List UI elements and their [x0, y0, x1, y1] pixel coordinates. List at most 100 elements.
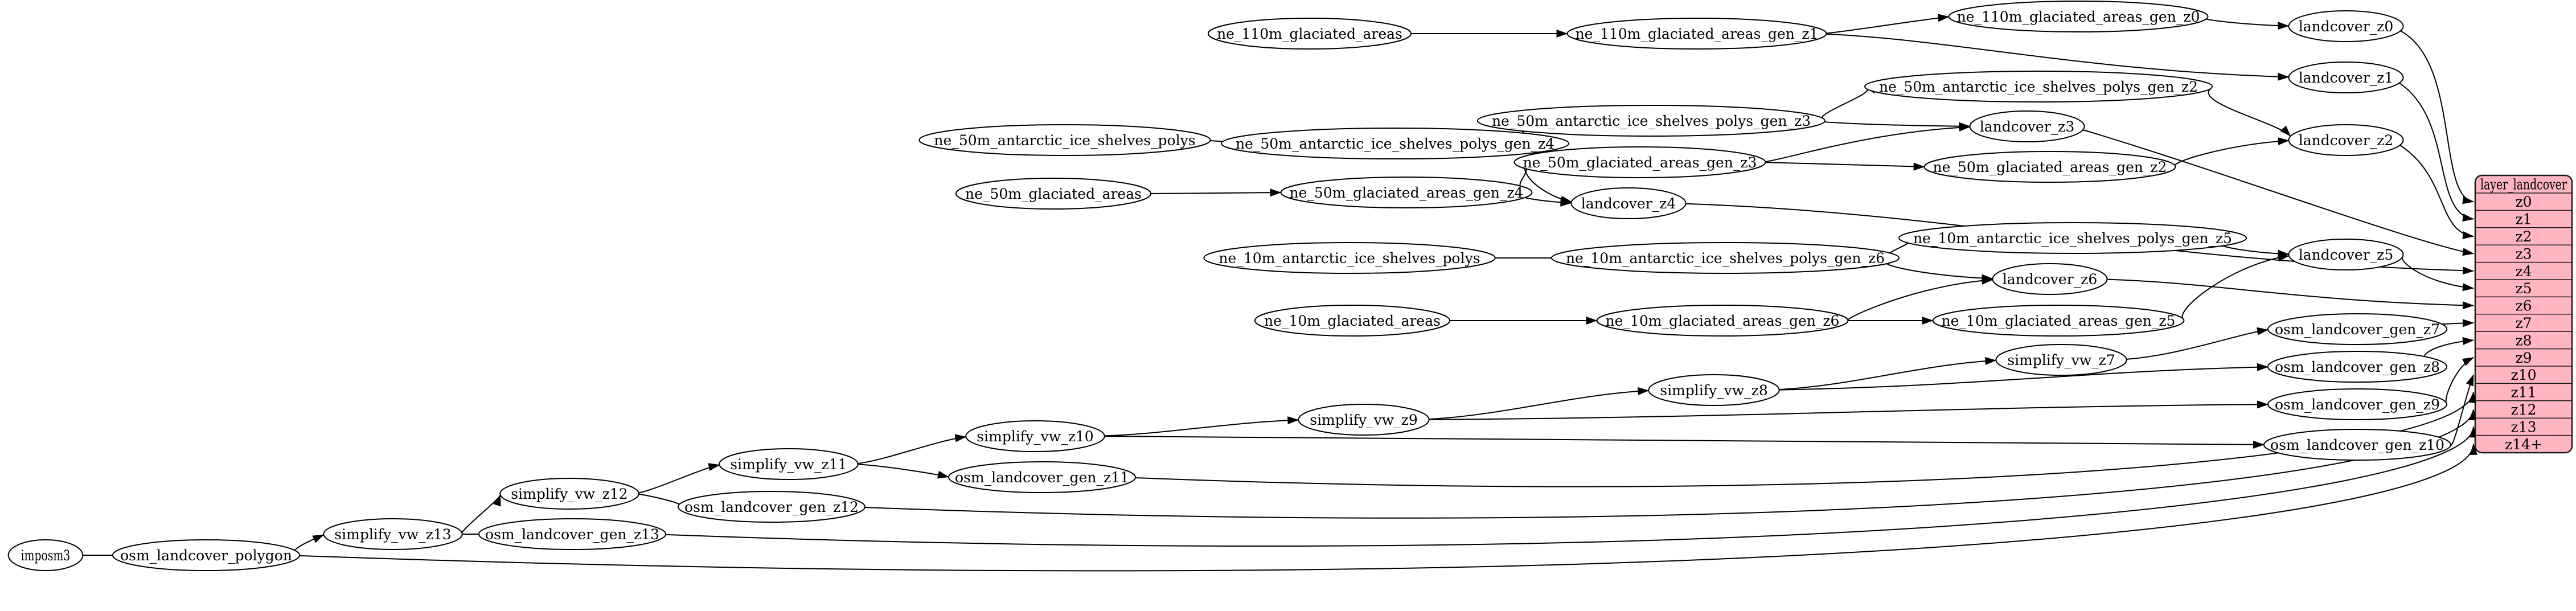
edge-simplify_vw_z7-to-osm_landcover_gen_z7 — [2126, 327, 2269, 360]
node-label: ne_50m_antarctic_ice_shelves_polys_gen_z… — [1879, 79, 2198, 95]
node-ne_50m_glaciated_areas_gen_z3: ne_50m_glaciated_areas_gen_z3 — [1513, 146, 1766, 178]
edge-simplify_vw_z11-to-osm_landcover_gen_z11 — [858, 464, 949, 479]
table-layer: layer_landcoverz0z1z2z3z4z5z6z7z8z9z10z1… — [2474, 174, 2573, 454]
node-ellipse — [2288, 124, 2404, 156]
node-ellipse — [1570, 187, 1687, 219]
node-ne_50m_antarctic_ice_shelves_polys_gen_z2: ne_50m_antarctic_ice_shelves_polys_gen_z… — [1864, 71, 2213, 102]
node-ellipse — [1203, 242, 1496, 274]
node-ellipse — [1254, 305, 1451, 337]
edge-simplify_vw_z9-to-osm_landcover_gen_z9 — [1429, 400, 2269, 420]
node-label: osm_landcover_gen_z11 — [955, 469, 1129, 486]
node-simplify_vw_z7: simplify_vw_z7 — [1995, 344, 2127, 376]
node-label: landcover_z4 — [1581, 195, 1676, 212]
node-ne_50m_glaciated_areas_gen_z4: ne_50m_glaciated_areas_gen_z4 — [1280, 177, 1533, 208]
node-label: landcover_z3 — [1980, 118, 2075, 135]
node-ne_10m_antarctic_ice_shelves_polys_gen_z5: ne_10m_antarctic_ice_shelves_polys_gen_z… — [1898, 222, 2247, 254]
node-ellipse — [7, 539, 84, 571]
table-row-z5: z5 — [2475, 279, 2572, 297]
node-label: ne_50m_glaciated_areas_gen_z3 — [1523, 154, 1757, 171]
node-ellipse — [1476, 105, 1826, 137]
node-osm_landcover_gen_z9: osm_landcover_gen_z9 — [2267, 388, 2447, 420]
edge-ne_50m_antarctic_ice_shelves_polys_gen_z3-to-ne_50m_antarctic_ice_shelves_polys_gen_z2 — [1821, 85, 1877, 121]
node-ne_10m_antarctic_ice_shelves_polys: ne_10m_antarctic_ice_shelves_polys — [1203, 242, 1496, 274]
edge-landcover_z1-to-row-z1 — [2399, 82, 2474, 222]
node-ellipse — [1992, 263, 2108, 295]
node-label: osm_landcover_gen_z10 — [2270, 437, 2444, 453]
table-row-z0: z0 — [2475, 192, 2572, 210]
edge-simplify_vw_z12-to-simplify_vw_z11 — [638, 463, 720, 494]
node-simplify_vw_z10: simplify_vw_z10 — [965, 420, 1105, 452]
node-ellipse — [323, 518, 463, 550]
node-ne_50m_antarctic_ice_shelves_polys_gen_z3: ne_50m_antarctic_ice_shelves_polys_gen_z… — [1476, 105, 1826, 137]
node-label: simplify_vw_z7 — [2007, 352, 2115, 368]
node-osm_landcover_gen_z7: osm_landcover_gen_z7 — [2267, 313, 2447, 345]
node-label: ne_10m_glaciated_areas_gen_z5 — [1942, 313, 2176, 329]
table-row-label: z9 — [2515, 350, 2532, 366]
node-landcover_z2: landcover_z2 — [2288, 124, 2404, 156]
edge-simplify_vw_z8-to-simplify_vw_z7 — [1779, 356, 1997, 391]
node-label: ne_50m_antarctic_ice_shelves_polys_gen_z… — [1236, 136, 1554, 152]
node-simplify_vw_z13: simplify_vw_z13 — [323, 518, 463, 550]
node-simplify_vw_z11: simplify_vw_z11 — [719, 448, 859, 480]
node-label: simplify_vw_z12 — [511, 486, 627, 502]
node-ellipse — [2288, 10, 2404, 42]
node-ne_10m_glaciated_areas_gen_z6: ne_10m_glaciated_areas_gen_z6 — [1596, 305, 1849, 337]
node-ellipse — [2267, 351, 2447, 383]
edge-ne_10m_glaciated_areas_gen_z5-to-landcover_z5 — [2181, 253, 2290, 320]
table-row-z11: z11 — [2475, 383, 2572, 401]
node-osm_landcover_gen_z8: osm_landcover_gen_z8 — [2267, 351, 2447, 383]
node-ellipse — [112, 539, 301, 571]
edge-landcover_z0-to-row-z0 — [2400, 30, 2474, 204]
node-ellipse — [955, 178, 1152, 210]
node-simplify_vw_z9: simplify_vw_z9 — [1298, 404, 1430, 436]
node-label: ne_10m_glaciated_areas — [1264, 313, 1441, 329]
node-ellipse — [947, 461, 1137, 493]
edge-landcover_z2-to-row-z2 — [2399, 145, 2474, 239]
node-label: simplify_vw_z8 — [1660, 382, 1768, 399]
table-row-z9: z9 — [2475, 348, 2572, 366]
edges-layer — [83, 14, 2477, 572]
edge-ne_110m_glaciated_areas_gen_z1-to-landcover_z1 — [1826, 33, 2290, 81]
node-ellipse — [2288, 61, 2404, 93]
node-landcover_z1: landcover_z1 — [2288, 61, 2404, 93]
node-label: simplify_vw_z10 — [977, 428, 1093, 445]
table-row-label: z5 — [2515, 280, 2532, 297]
table-title: layer_landcover — [2480, 177, 2567, 193]
edge-ne_110m_glaciated_areas_gen_z0-to-landcover_z0 — [2202, 16, 2290, 30]
node-ne_10m_antarctic_ice_shelves_polys_gen_z6: ne_10m_antarctic_ice_shelves_polys_gen_z… — [1550, 242, 1900, 274]
node-ellipse — [965, 420, 1105, 452]
node-ellipse — [1550, 242, 1900, 274]
node-label: ne_110m_glaciated_areas_gen_z0 — [1957, 9, 2200, 25]
table-row-label: z4 — [2515, 263, 2532, 280]
edge-ne_10m_glaciated_areas_gen_z6-to-landcover_z6 — [1847, 276, 1993, 321]
node-osm_landcover_polygon: osm_landcover_polygon — [112, 539, 301, 571]
edge-landcover_z5-to-row-z5 — [2401, 255, 2474, 292]
node-landcover_z6: landcover_z6 — [1992, 263, 2108, 295]
node-ne_110m_glaciated_areas: ne_110m_glaciated_areas — [1207, 18, 1412, 50]
node-label: ne_10m_glaciated_areas_gen_z6 — [1606, 313, 1840, 329]
node-ellipse — [918, 124, 1211, 156]
node-ellipse — [478, 518, 667, 550]
edge-osm_landcover_gen_z10-to-row-z10 — [2450, 374, 2474, 446]
node-ne_10m_glaciated_areas_gen_z5: ne_10m_glaciated_areas_gen_z5 — [1932, 305, 2185, 337]
node-ellipse — [1932, 305, 2185, 337]
node-label: ne_10m_antarctic_ice_shelves_polys — [1219, 250, 1480, 266]
edge-simplify_vw_z12-to-osm_landcover_gen_z12 — [638, 493, 690, 509]
table-row-label: z12 — [2511, 401, 2537, 418]
node-ne_110m_glaciated_areas_gen_z0: ne_110m_glaciated_areas_gen_z0 — [1948, 1, 2209, 32]
edge-ne_50m_glaciated_areas-to-ne_50m_glaciated_areas_gen_z4 — [1151, 188, 1282, 197]
table-row-z14+: z14+ — [2475, 434, 2572, 453]
node-label: ne_110m_glaciated_areas_gen_z1 — [1576, 26, 1819, 42]
node-label: ne_110m_glaciated_areas — [1217, 26, 1402, 42]
node-ellipse — [1280, 177, 1533, 208]
edge-osm_landcover_gen_z11-to-row-z11 — [1135, 391, 2476, 487]
edge-simplify_vw_z13-to-simplify_vw_z12 — [461, 494, 501, 534]
table-row-label: z8 — [2515, 332, 2532, 348]
table-row-z6: z6 — [2475, 296, 2572, 314]
edge-landcover_z6-to-row-z6 — [2107, 278, 2474, 310]
table-row-label: z0 — [2515, 194, 2532, 210]
node-label: ne_50m_glaciated_areas_gen_z4 — [1290, 184, 1524, 201]
table-row-label: z3 — [2515, 245, 2532, 262]
node-simplify_vw_z8: simplify_vw_z8 — [1648, 374, 1780, 406]
